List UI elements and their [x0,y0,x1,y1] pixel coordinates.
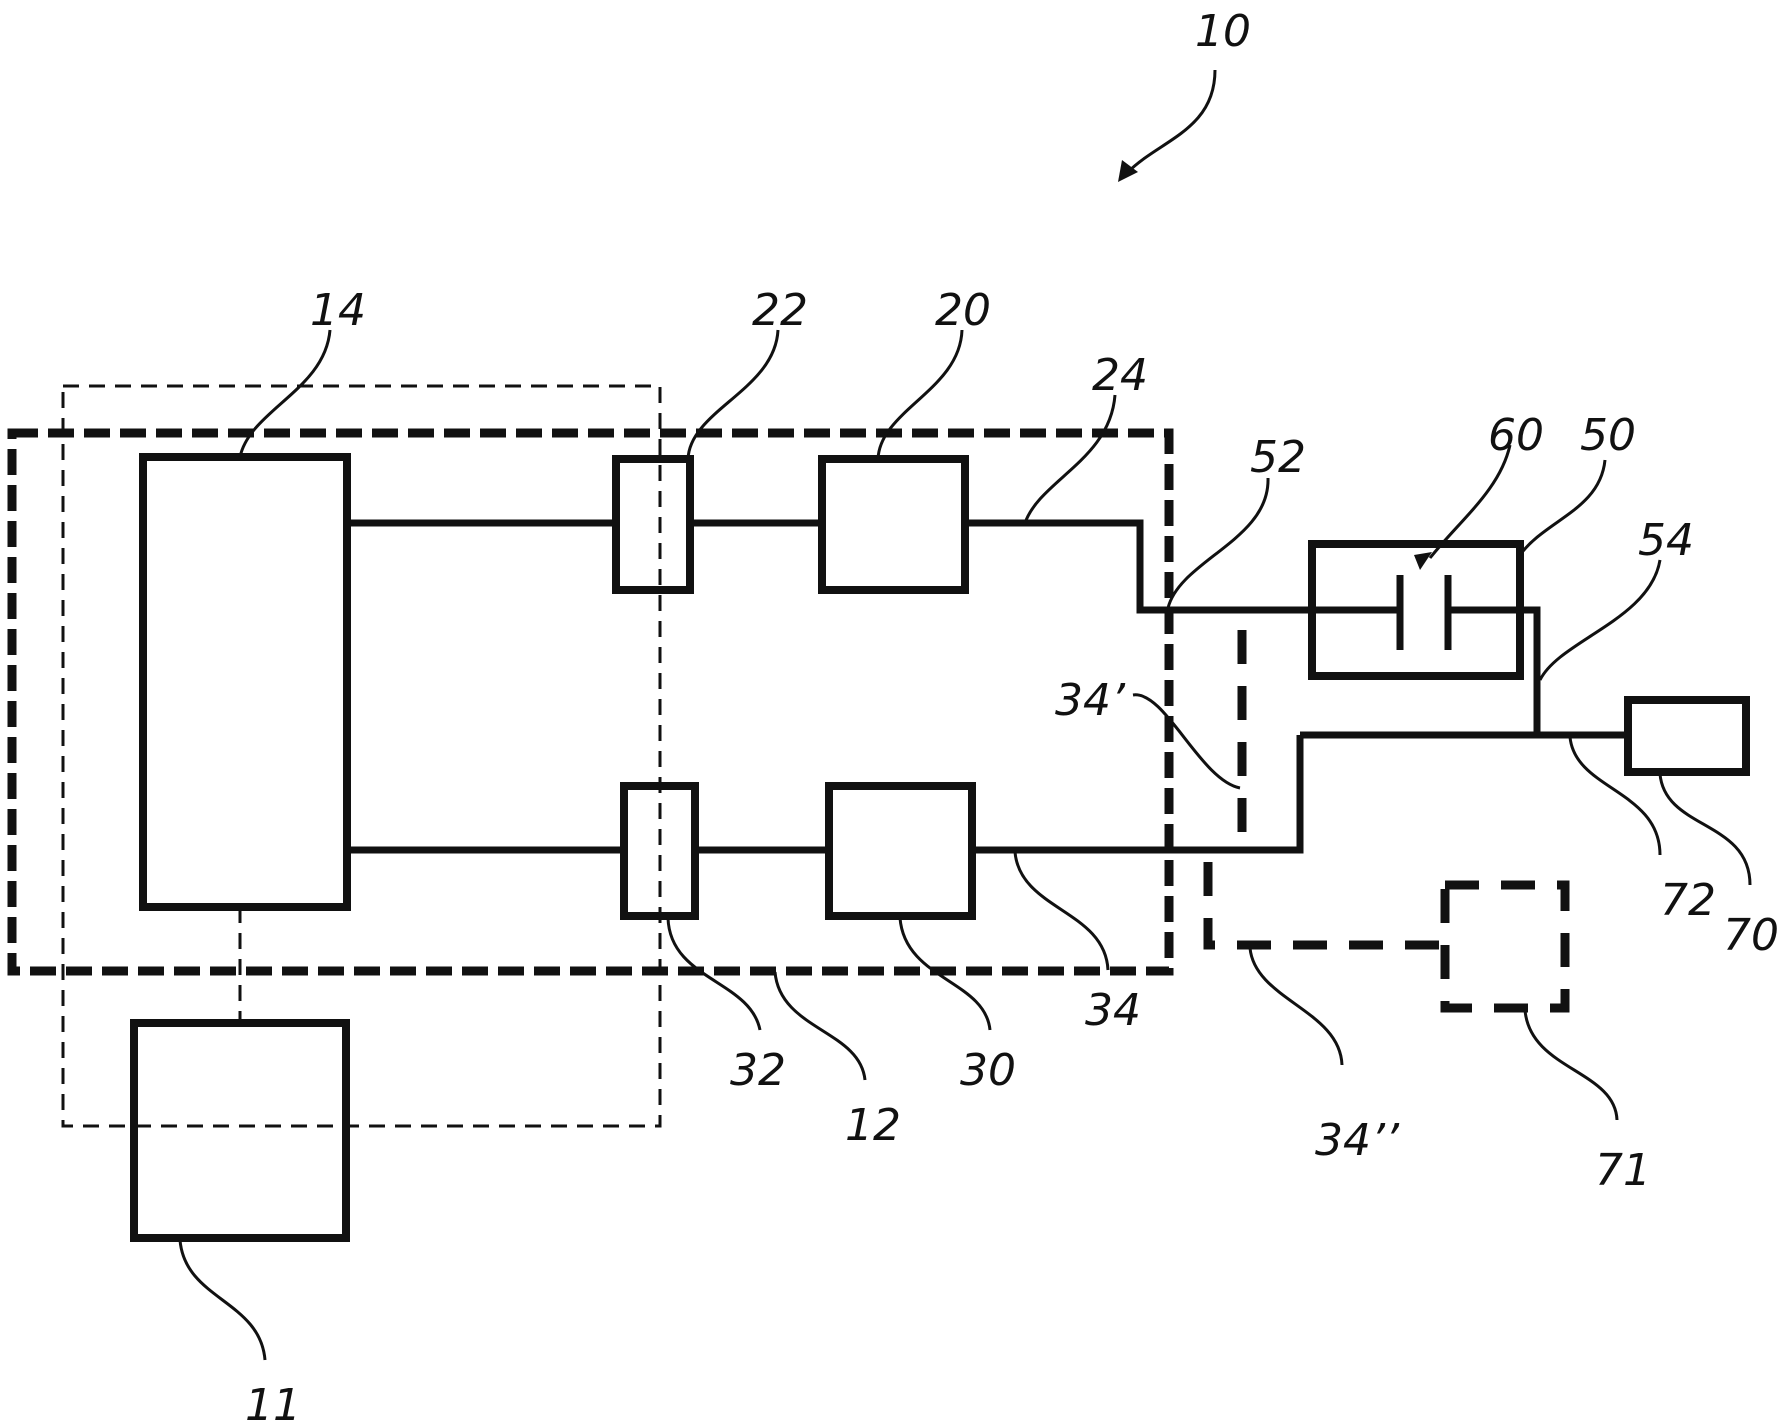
leader-71 [1523,1009,1619,1121]
label-52: 52 [1250,432,1306,483]
arrowhead-10 [1118,160,1138,182]
label-32: 32 [730,1045,786,1096]
leader-20 [876,329,964,460]
leader-52 [1166,477,1270,609]
capacitor-60 [1312,575,1541,735]
label-60: 60 [1488,410,1544,461]
label-70: 70 [1723,910,1779,961]
block-14 [139,453,351,911]
label-24: 24 [1092,350,1148,401]
block-70 [1624,696,1750,776]
arrow-10 [1126,69,1217,174]
leader-11 [178,1239,267,1361]
line-lower [347,735,1304,854]
leader-14 [238,329,332,458]
leader-30 [898,917,992,1031]
block-20 [818,455,969,594]
block-30 [825,782,976,920]
label-11: 11 [245,1380,301,1426]
label-30: 30 [960,1045,1016,1096]
label-34-prime: 34’ [1055,675,1126,726]
arrow-60 [1428,444,1512,559]
label-12: 12 [845,1100,901,1151]
label-34: 34 [1085,985,1141,1036]
block-22 [612,455,694,594]
line-34-double-prime [1203,862,1445,950]
label-14: 14 [310,285,366,336]
enclosure-12 [7,428,1174,976]
label-54: 54 [1638,515,1694,566]
label-10: 10 [1195,6,1251,57]
label-50: 50 [1580,410,1636,461]
leader-72 [1568,736,1662,856]
label-71: 71 [1595,1145,1651,1196]
label-34-double-prime: 34’’ [1315,1115,1400,1166]
label-20: 20 [935,285,991,336]
block-71-dashed [1440,880,1570,1013]
leader-54 [1538,559,1662,681]
leader-24 [1023,394,1117,524]
leader-34pp [1248,947,1344,1066]
leader-32 [666,917,762,1031]
line-upper [347,519,1312,614]
label-22: 22 [752,285,808,336]
label-72: 72 [1660,875,1716,926]
block-11 [130,1019,350,1242]
arrowhead-60 [1414,552,1432,570]
leader-70 [1658,773,1752,886]
leader-22 [686,329,780,460]
thin-dashed-enclosure [61,384,662,1128]
leader-34 [1013,851,1110,971]
leader-50 [1518,459,1607,556]
leader-34p [1132,693,1241,790]
leader-12 [773,971,867,1081]
